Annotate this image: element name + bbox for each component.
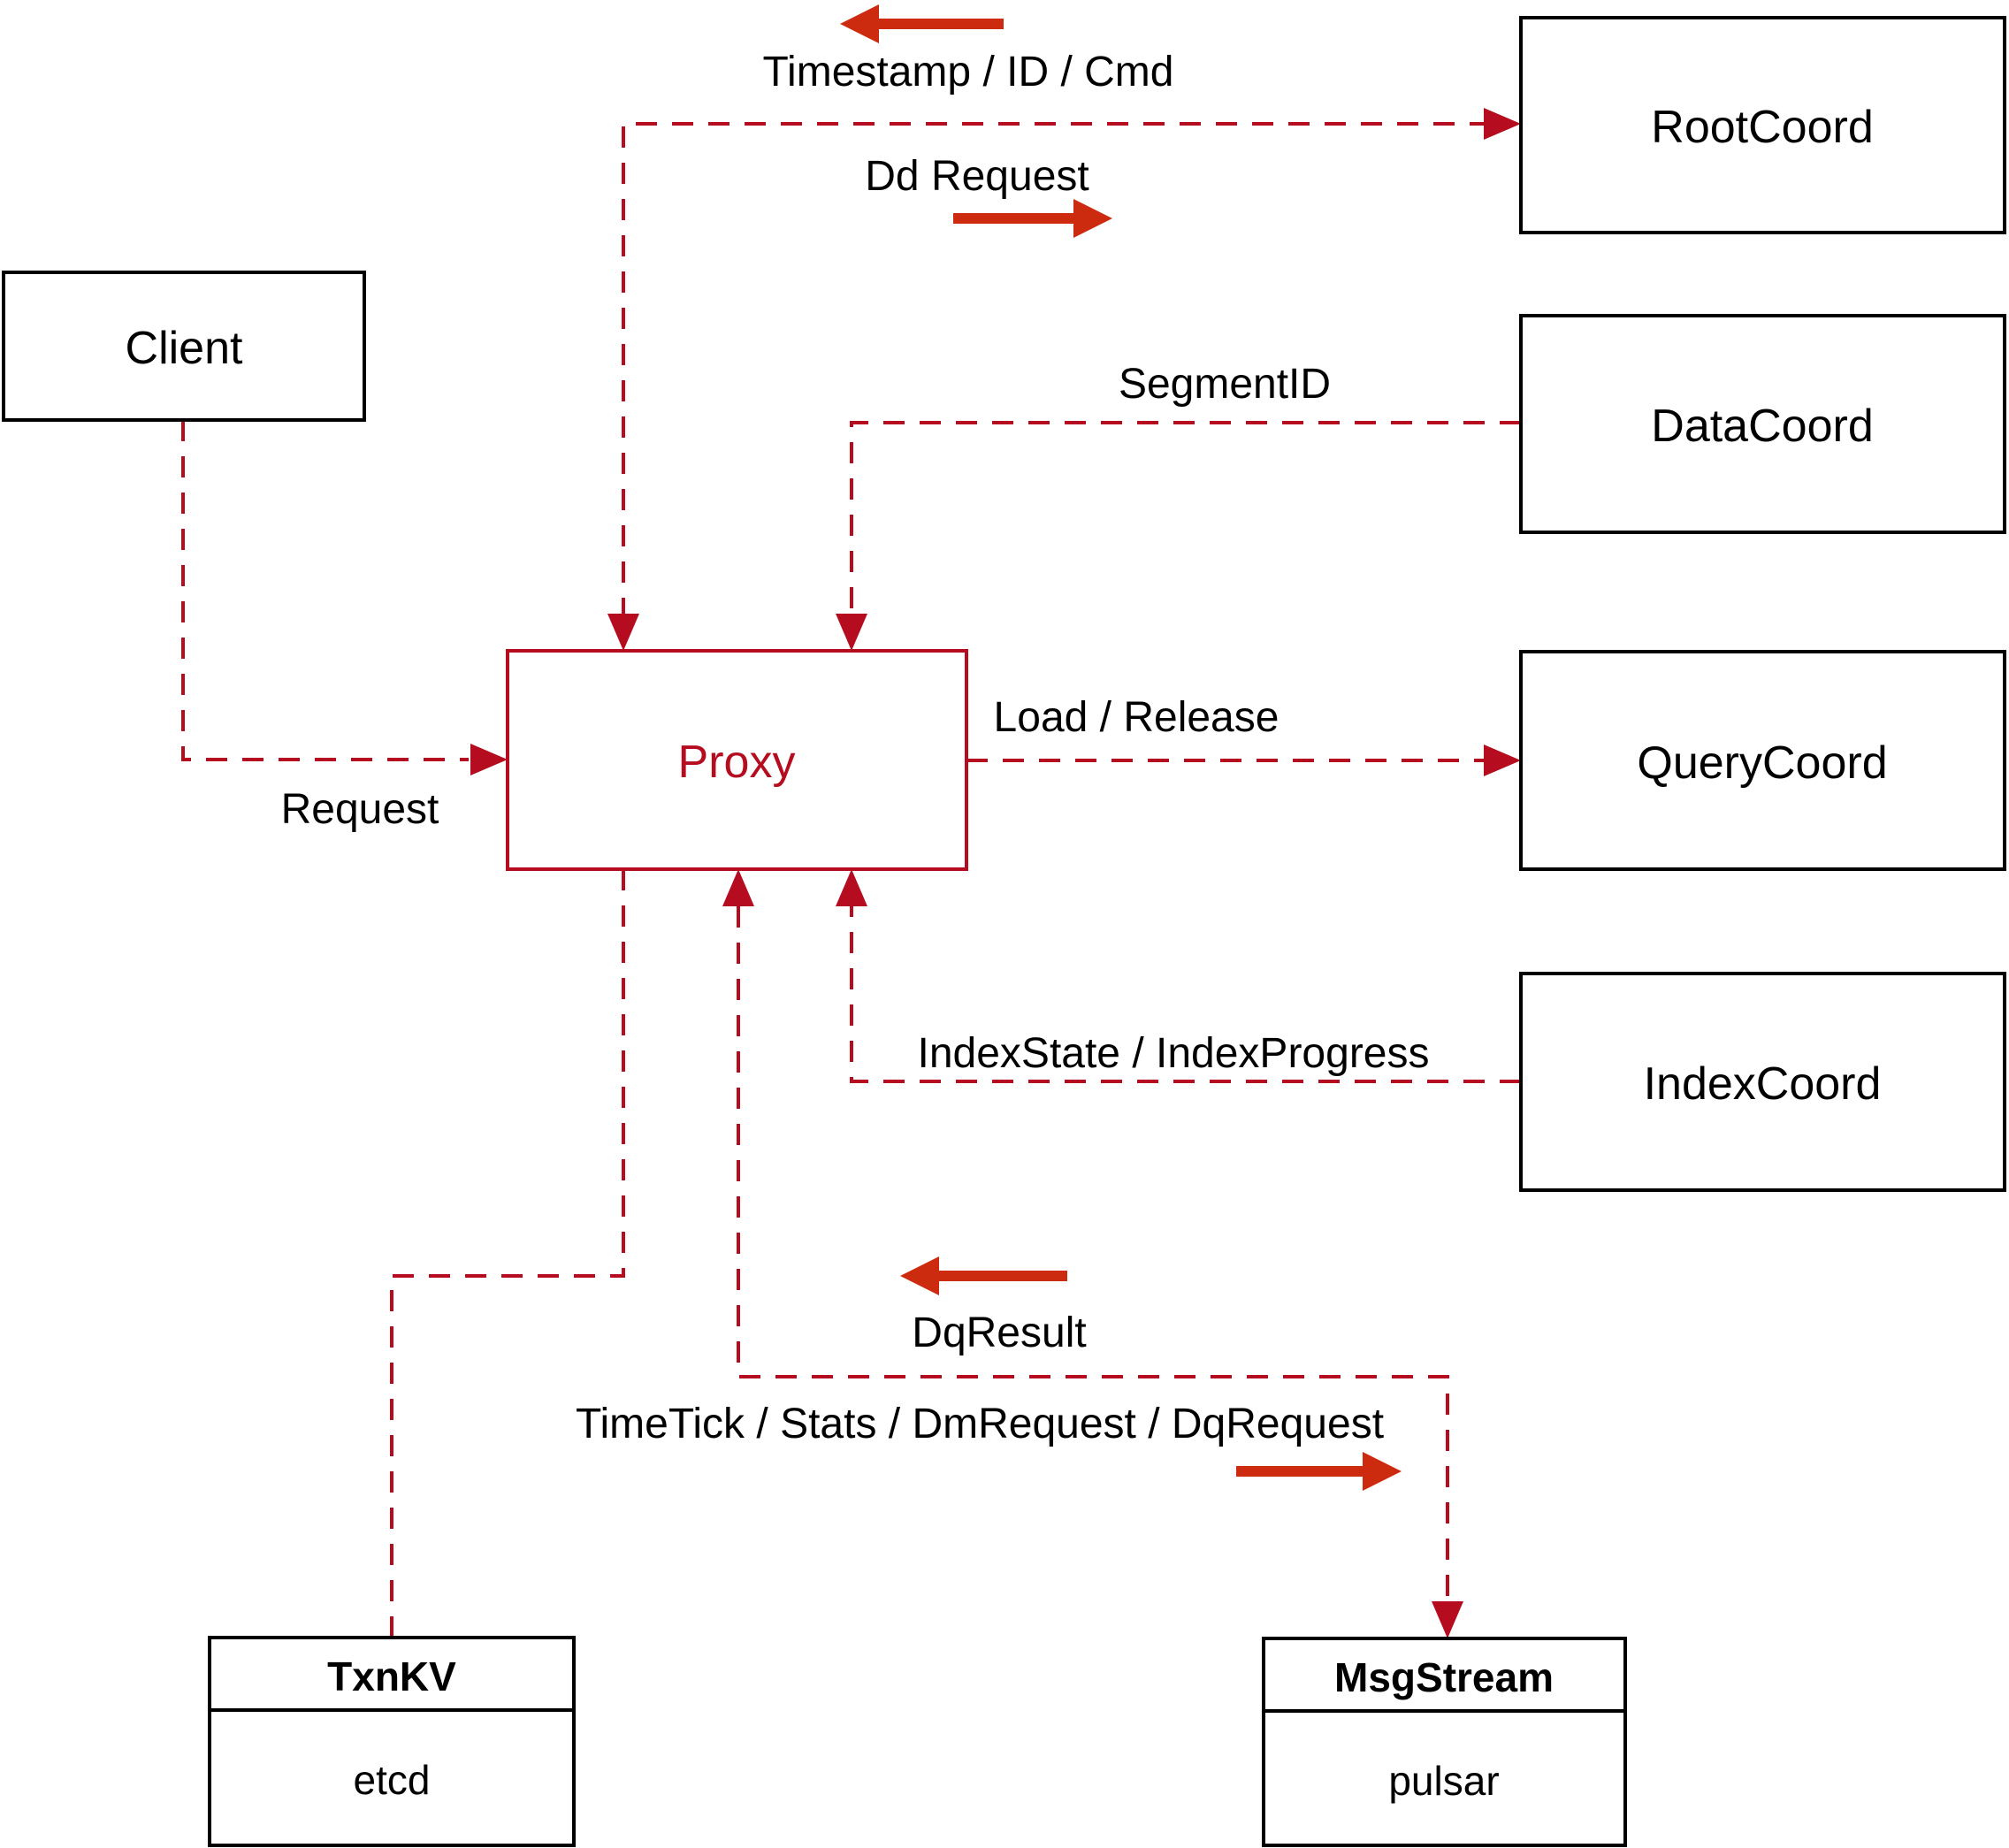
msgstream-node: MsgStream pulsar [1262,1637,1627,1847]
proxy-node-label: Proxy [678,737,796,788]
edge-label-load-release: Load / Release [994,694,1279,741]
indexcoord-node-label: IndexCoord [1644,1058,1882,1110]
edge-label-timestamp: Timestamp / ID / Cmd [763,49,1174,95]
connector-client-proxy [181,420,469,761]
msgstream-node-subtitle: pulsar [1388,1758,1499,1804]
connector-proxy-msgstream [737,906,1449,1601]
rootcoord-node-label: RootCoord [1651,102,1873,153]
edge-label-index-state: IndexState / IndexProgress [918,1030,1430,1077]
arrowhead-into-proxy-bottom-left-icon [722,869,754,906]
querycoord-node: QueryCoord [1519,650,2006,871]
flow-arrow-right-timetick-icon [1236,1452,1402,1491]
connector-proxy-txnkv [390,869,625,1638]
arrowhead-into-proxy-bottom-right-icon [836,869,867,906]
connector-indexcoord-proxy [850,906,1521,1083]
txnkv-node: TxnKV etcd [208,1636,576,1847]
edge-label-timetick: TimeTick / Stats / DmRequest / DqRequest [576,1401,1384,1447]
proxy-node: Proxy [506,649,968,871]
arrowhead-into-proxy-left-icon [470,744,508,775]
txnkv-node-title: TxnKV [327,1653,456,1699]
arrowhead-into-rootcoord-icon [1484,108,1521,140]
client-node: Client [2,271,366,422]
flow-arrow-left-top-icon [840,4,1004,43]
arrowhead-into-msgstream-icon [1432,1601,1463,1638]
querycoord-node-label: QueryCoord [1637,737,1887,789]
connector-datacoord-proxy [850,421,1521,619]
connector-proxy-rootcoord [622,122,1484,619]
indexcoord-node: IndexCoord [1519,972,2006,1192]
edge-label-segment-id: SegmentID [1119,361,1331,408]
datacoord-node-label: DataCoord [1651,401,1873,452]
arrowhead-into-proxy-top-left-icon [607,614,639,651]
flow-arrow-right-ddrequest-icon [953,199,1112,238]
arrowhead-into-querycoord-icon [1484,745,1521,776]
msgstream-node-title: MsgStream [1334,1654,1554,1700]
edge-label-dd-request: Dd Request [865,153,1089,200]
client-node-label: Client [126,323,243,374]
datacoord-node: DataCoord [1519,314,2006,534]
arrowhead-into-proxy-top-right-icon [836,614,867,651]
edge-label-dq-result: DqResult [912,1310,1086,1356]
flow-arrow-left-dqresult-icon [900,1256,1067,1295]
edge-label-request: Request [281,786,439,833]
txnkv-node-subtitle: etcd [354,1757,431,1803]
rootcoord-node: RootCoord [1519,16,2006,234]
